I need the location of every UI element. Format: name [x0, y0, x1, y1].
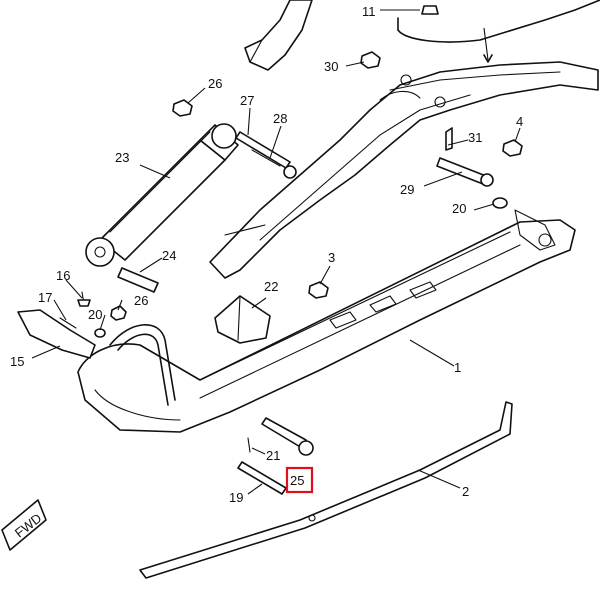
label-28: 28	[273, 111, 287, 126]
bracket-22	[214, 295, 271, 344]
label-23: 23	[115, 150, 129, 165]
wear-bar	[139, 401, 513, 579]
nut-3	[308, 281, 329, 299]
label-31: 31	[468, 130, 482, 145]
label-20-left: 20	[88, 307, 102, 322]
leaf-spring	[209, 61, 599, 279]
label-2: 2	[462, 484, 469, 499]
label-27: 27	[240, 93, 254, 108]
ski	[77, 209, 576, 433]
label-29: 29	[400, 182, 414, 197]
label-1: 1	[454, 360, 461, 375]
nut-4	[502, 139, 523, 157]
upper-arm	[244, 0, 313, 71]
label-15: 15	[10, 354, 24, 369]
label-24: 24	[162, 248, 176, 263]
bolt-29	[436, 127, 494, 187]
label-3: 3	[328, 250, 335, 265]
label-11: 11	[362, 4, 376, 19]
label-21: 21	[266, 448, 280, 463]
highlight-box	[285, 466, 314, 494]
pin-24	[117, 267, 159, 293]
label-20-right: 20	[452, 201, 466, 216]
label-4: 4	[516, 114, 523, 129]
label-26-left: 26	[134, 293, 148, 308]
nut-30	[360, 51, 381, 69]
label-22: 22	[264, 279, 278, 294]
shock-absorber	[85, 123, 239, 267]
washer-20-right	[492, 197, 508, 209]
label-25: 25	[290, 473, 304, 488]
ski-handle	[109, 324, 176, 406]
leader-lines	[31, 61, 521, 495]
spindle-15	[17, 309, 96, 359]
label-16: 16	[56, 268, 70, 283]
label-26-top: 26	[208, 76, 222, 91]
top-bracket	[380, 0, 600, 63]
bolt-25	[237, 417, 314, 495]
label-30: 30	[324, 59, 338, 74]
callout-labels: 11 26 27 28 23 24 30 31 4 29 20 3 22 1 2…	[10, 4, 523, 505]
small-pins	[59, 291, 127, 338]
label-17: 17	[38, 290, 52, 305]
nut-26-top	[172, 99, 193, 117]
fwd-marker: FWD	[1, 499, 47, 551]
bolt-27-28	[235, 131, 297, 179]
highlighted-callout-25[interactable]: 25	[285, 466, 314, 494]
label-19: 19	[229, 490, 243, 505]
